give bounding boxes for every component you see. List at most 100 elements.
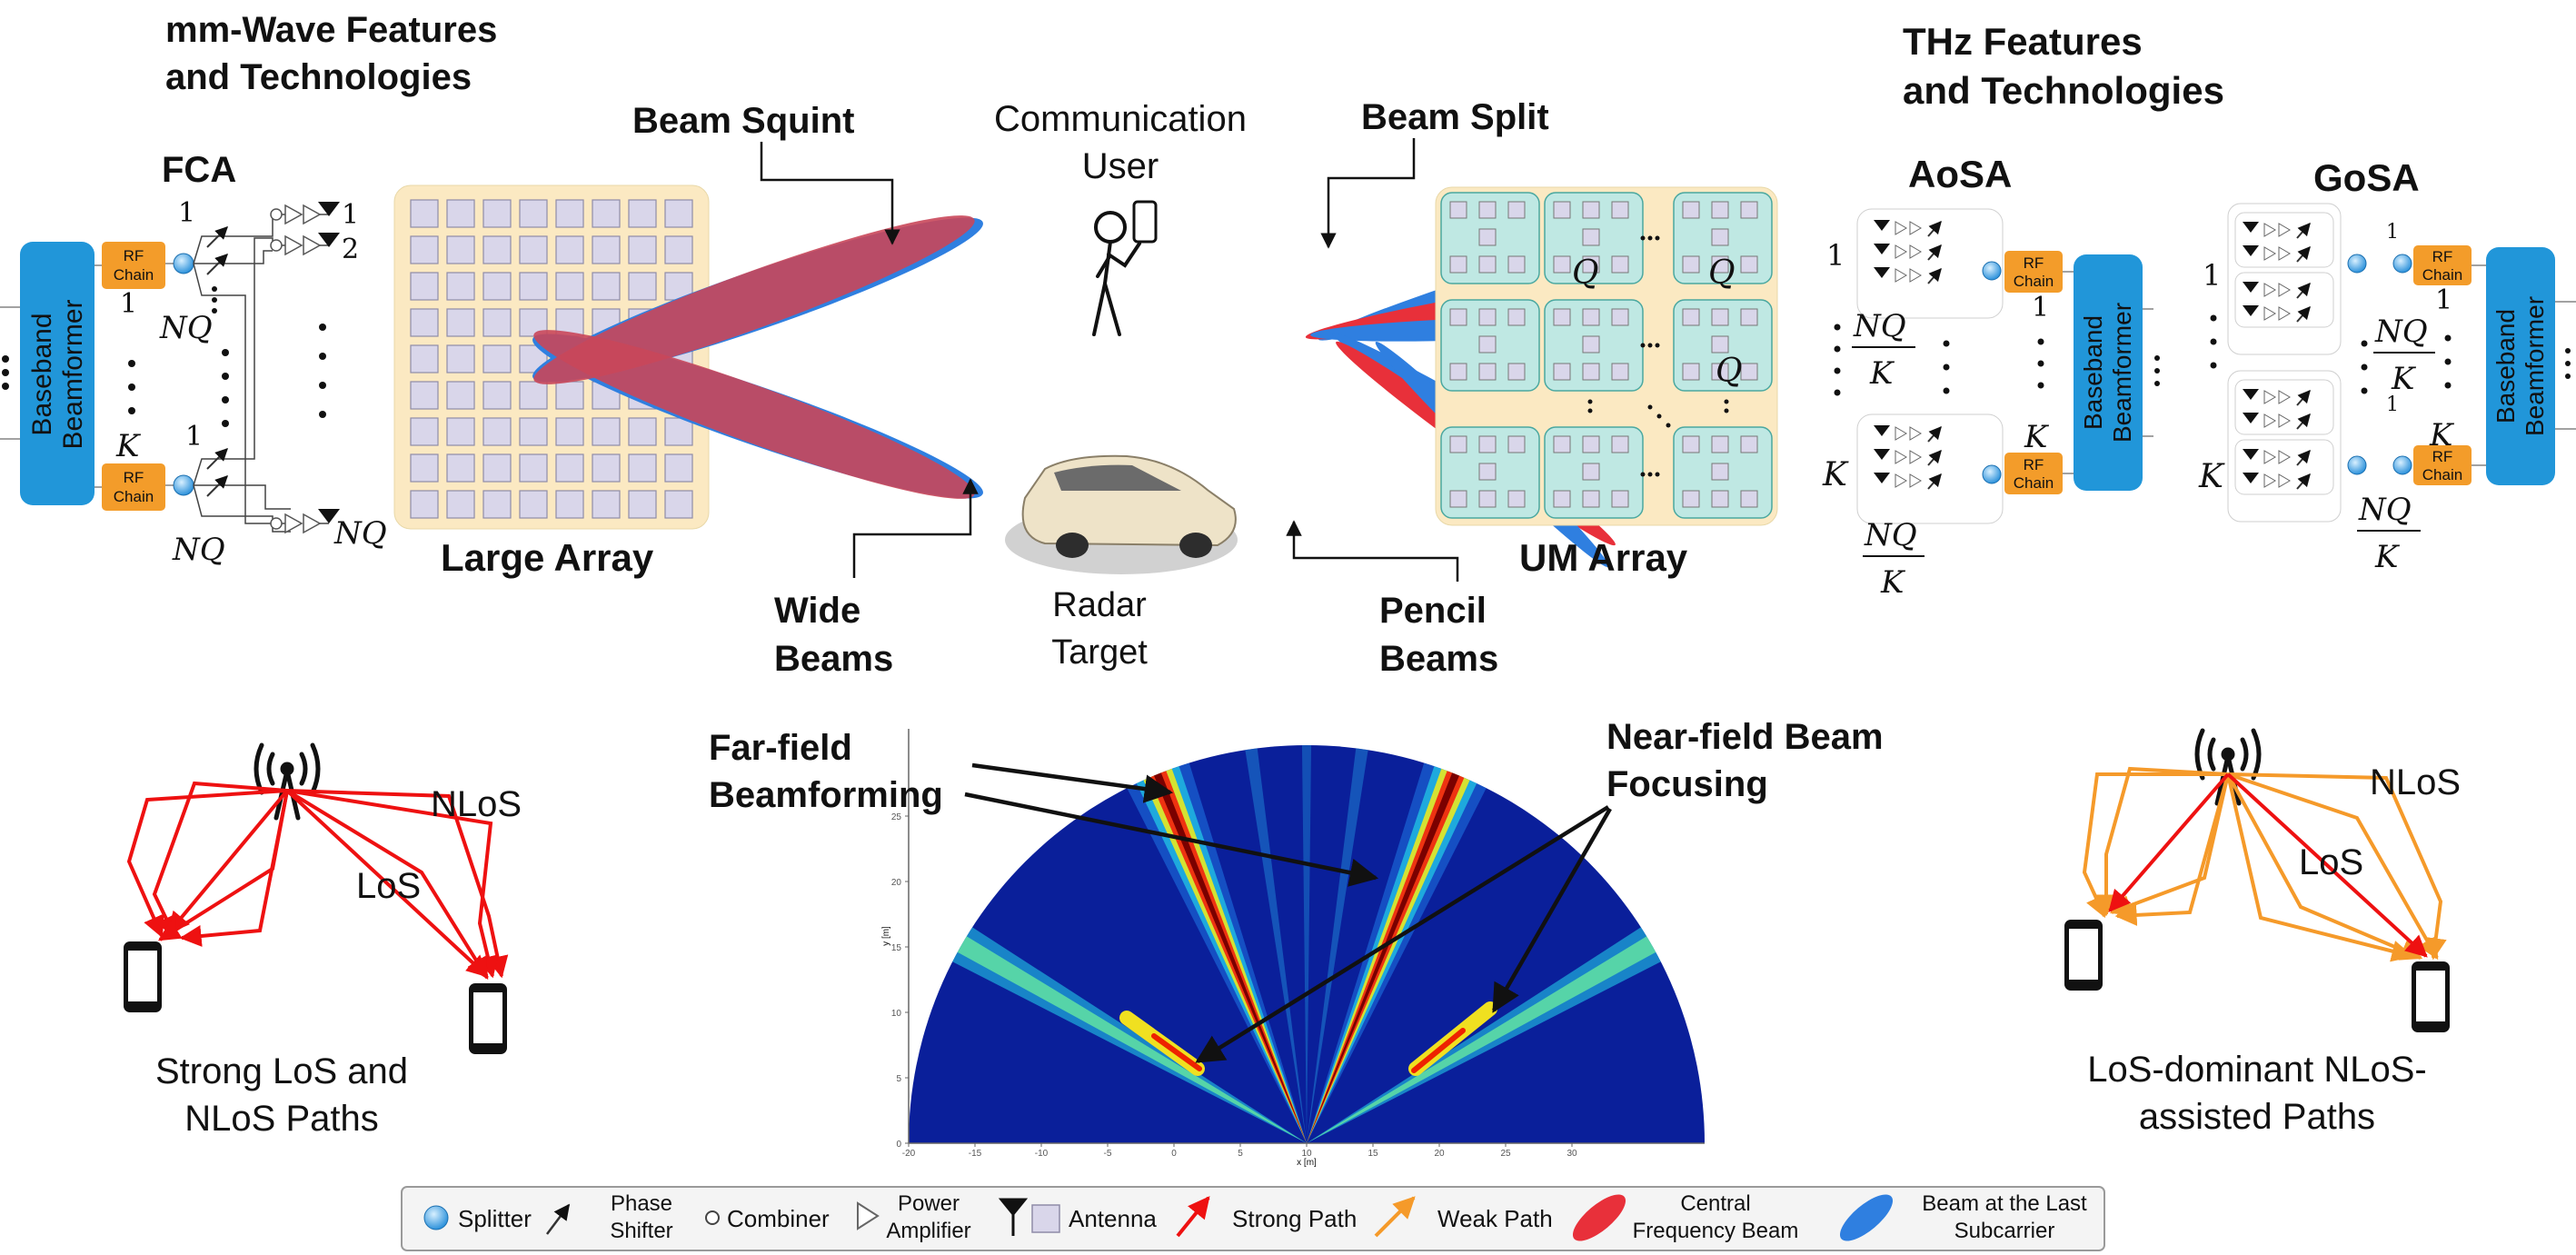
legend-central-1: Central <box>1680 1191 1750 1216</box>
combiner-icon <box>705 1210 720 1225</box>
antenna-tile <box>1478 490 1497 508</box>
antenna-tile <box>1478 463 1497 481</box>
antenna-tile <box>1478 435 1497 453</box>
legend-central-2: Frequency Beam <box>1633 1219 1799 1243</box>
baseband-label-gosa-2: Beamformer <box>2521 296 2549 436</box>
antenna-tile <box>1682 490 1700 508</box>
fca-idx-nq-b: NQ <box>172 532 225 568</box>
phase-shifter-icon <box>1927 220 1942 237</box>
power-amplifier-icon <box>2263 450 2276 464</box>
antenna-tile <box>628 453 657 483</box>
power-amplifier-icon <box>1909 221 1922 235</box>
power-amplifier-icon <box>1895 244 1907 259</box>
antenna-tile <box>555 490 584 519</box>
power-amplifier-icon <box>2278 473 2291 488</box>
aosa-label: AoSA <box>1908 153 2012 195</box>
antenna-icon <box>2243 305 2259 316</box>
far-field-arrow-2 <box>964 792 1379 887</box>
power-amplifier-icon <box>1895 426 1907 441</box>
subarray-grid <box>1440 192 1773 519</box>
splitter-icon <box>423 1205 449 1230</box>
base-station-icon <box>254 742 321 821</box>
antenna-tile <box>1611 255 1629 274</box>
antenna-tile <box>1478 363 1497 381</box>
power-amplifier-icon <box>1909 450 1922 464</box>
antenna-tile <box>628 417 657 446</box>
beam-lobe <box>909 886 1307 1143</box>
antenna-tile <box>555 235 584 264</box>
antenna-tile <box>519 235 548 264</box>
aosa-subarray-bottom <box>1856 413 2004 524</box>
phone-icon <box>2064 920 2450 1032</box>
power-amplifier-icon <box>2263 306 2276 321</box>
los-dominant-caption-1: LoS-dominant NLoS- <box>2087 1050 2427 1090</box>
antenna-tile <box>1553 490 1571 508</box>
aosa-subarray-top <box>1856 208 2004 319</box>
antenna-tile <box>555 381 584 410</box>
far-field-arrow-1 <box>971 762 1174 803</box>
rf-label-gosa-1a: RF <box>2432 248 2453 265</box>
beam-split-label: Beam Split <box>1361 97 1549 137</box>
beam-lobe <box>909 897 1307 1143</box>
antenna-tile <box>410 235 439 264</box>
baseband-label-fca-2: Beamformer <box>58 299 88 449</box>
antenna-tile <box>482 344 512 374</box>
antenna-tile <box>1611 363 1629 381</box>
legend-weak-path: Weak Path <box>1437 1205 1553 1232</box>
beam-lobe <box>1307 745 1380 1143</box>
antenna-tile <box>628 235 657 264</box>
antenna-tile <box>1553 308 1571 326</box>
x-tick-label: 5 <box>1238 1149 1243 1159</box>
power-amplifier-icon <box>1909 426 1922 441</box>
baseband-block-gosa <box>2486 247 2555 485</box>
antenna-tile <box>482 235 512 264</box>
central-frequency-beam-lower <box>533 330 975 499</box>
antenna-tile <box>1740 201 1758 219</box>
antenna-tile <box>1507 255 1526 274</box>
antenna-tile <box>628 272 657 301</box>
rf-chain-aosa-2 <box>2004 453 2063 494</box>
antenna-tile <box>1449 363 1467 381</box>
antenna-tile <box>1478 201 1497 219</box>
fca-idx-k: K <box>115 428 142 464</box>
power-amplifier-icon <box>1909 244 1922 259</box>
last-subcarrier-beam-icon <box>1839 1194 1894 1241</box>
gosa-frac-bot-den: K <box>2374 539 2401 575</box>
antenna-tile <box>1682 255 1700 274</box>
antenna-tile <box>1582 463 1600 481</box>
power-amplifier-icon <box>2263 473 2276 488</box>
x-tick-label: 10 <box>1301 1149 1312 1159</box>
antenna-tile <box>664 453 693 483</box>
antenna-icon <box>2243 413 2259 423</box>
antenna-tile <box>592 272 621 301</box>
power-amplifier-icon <box>2278 390 2291 404</box>
large-array-label: Large Array <box>441 536 654 579</box>
legend-phase-2: Shifter <box>610 1219 672 1243</box>
um-array-label: UM Array <box>1519 536 1688 579</box>
gosa-subarray <box>2234 212 2334 268</box>
los-label-left: LoS <box>356 866 421 906</box>
strong-paths-caption-2: NLoS Paths <box>184 1099 378 1139</box>
antenna-tile <box>1449 255 1467 274</box>
phase-shifter-icon <box>1927 267 1942 284</box>
power-amplifier-icon <box>2263 413 2276 428</box>
near-field-label-2: Focusing <box>1606 764 1768 804</box>
rf-chain-aosa-1 <box>2004 251 2063 293</box>
splitter-icon <box>2347 455 2367 475</box>
phase-shifter-icon <box>2296 389 2311 406</box>
antenna-tile <box>446 235 475 264</box>
thz-title-line1: THz Features <box>1903 20 2143 63</box>
rf-label-fca-1b: Chain <box>114 266 154 284</box>
power-amplifier-icon <box>1895 450 1907 464</box>
x-tick-label: 20 <box>1434 1149 1445 1159</box>
antenna-tile <box>1582 255 1600 274</box>
antenna-tile <box>1611 490 1629 508</box>
rf-label-aosa-2a: RF <box>2024 456 2044 473</box>
legend-phase-1: Phase <box>611 1191 672 1216</box>
aosa-idx-kb: K <box>2024 419 2050 455</box>
gosa-idx-1d: 1 <box>2386 393 2399 416</box>
antenna-tile <box>1711 463 1729 481</box>
baseband-block-fca <box>20 242 94 505</box>
antenna-tile <box>410 490 439 519</box>
